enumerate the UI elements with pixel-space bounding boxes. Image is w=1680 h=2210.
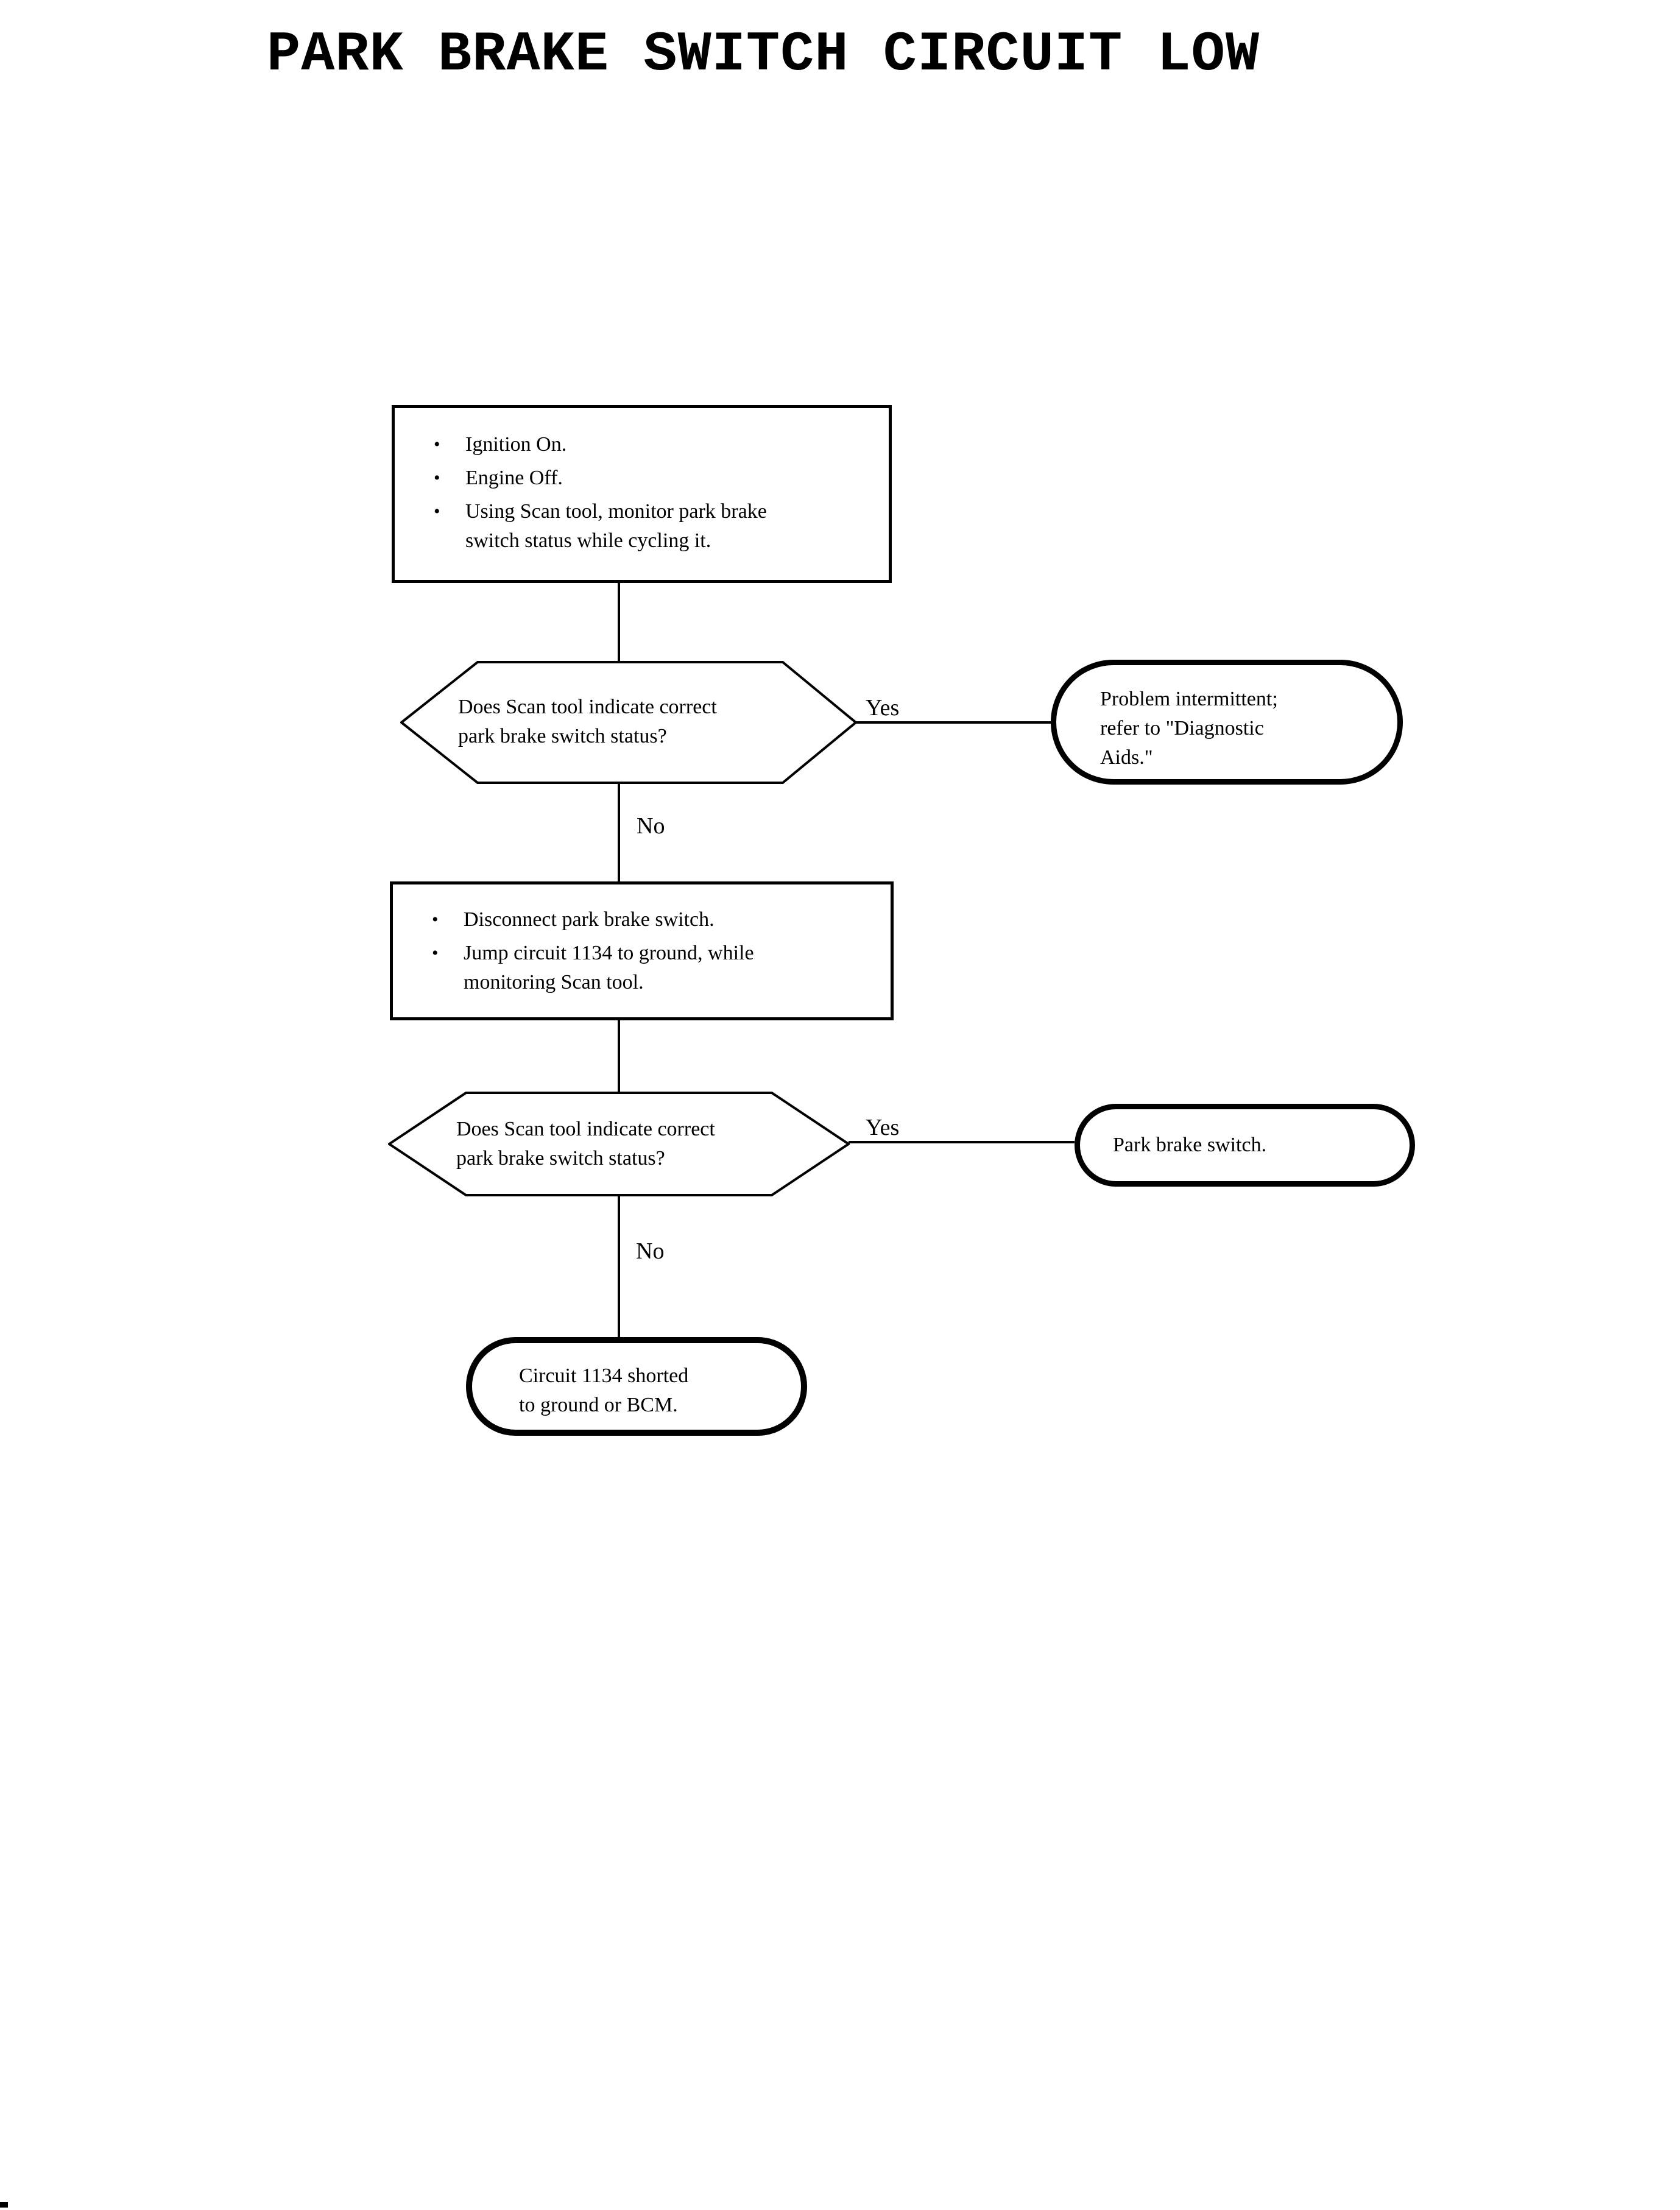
- list-item: • Ignition On.: [434, 430, 877, 459]
- terminal-text: Circuit 1134 shorted to ground or BCM.: [519, 1364, 689, 1416]
- branch-label-no-2: No: [636, 1238, 665, 1264]
- bullet-list: • Disconnect park brake switch. • Jump c…: [393, 884, 891, 997]
- decision-hexagon-2: Does Scan tool indicate correct park bra…: [388, 1092, 850, 1196]
- terminal-circuit-shorted: Circuit 1134 shorted to ground or BCM.: [466, 1337, 807, 1436]
- connector-decision2-yes: [849, 1141, 1075, 1143]
- hexagon-outline: [388, 1092, 850, 1196]
- terminal-park-brake-switch: Park brake switch.: [1075, 1104, 1415, 1187]
- bullet-glyph: •: [434, 501, 440, 521]
- terminal-problem-intermittent: Problem intermittent; refer to "Diagnost…: [1051, 660, 1403, 785]
- decision-hexagon-1: Does Scan tool indicate correct park bra…: [400, 661, 857, 784]
- scan-artifact-mark: [0, 2202, 8, 2208]
- bullet-glyph: •: [432, 909, 439, 930]
- connector-step2-to-decision2: [618, 1019, 620, 1093]
- bullet-glyph: •: [432, 943, 439, 963]
- bullet-glyph: •: [434, 434, 440, 454]
- connector-decision1-no: [618, 783, 620, 883]
- page-title: PARK BRAKE SWITCH CIRCUIT LOW: [267, 23, 1260, 86]
- process-box-step2: • Disconnect park brake switch. • Jump c…: [390, 881, 894, 1020]
- branch-label-yes-1: Yes: [866, 695, 900, 721]
- branch-label-yes-2: Yes: [866, 1115, 900, 1140]
- branch-label-no-1: No: [637, 813, 665, 839]
- bullet-glyph: •: [434, 468, 440, 488]
- list-item: • Disconnect park brake switch.: [432, 905, 878, 934]
- list-item-text: Engine Off.: [465, 467, 563, 489]
- list-item-text: Jump circuit 1134 to ground, while monit…: [464, 942, 754, 994]
- connector-decision1-yes: [855, 721, 1051, 724]
- list-item: • Using Scan tool, monitor park brake sw…: [434, 497, 877, 556]
- bullet-list: • Ignition On. • Engine Off. • Using Sca…: [395, 408, 889, 556]
- decision-question: Does Scan tool indicate correct park bra…: [456, 1118, 715, 1170]
- process-box-step1: • Ignition On. • Engine Off. • Using Sca…: [392, 405, 892, 583]
- list-item: • Engine Off.: [434, 464, 877, 493]
- connector-step1-to-decision1: [618, 582, 620, 662]
- decision-question: Does Scan tool indicate correct park bra…: [458, 696, 717, 747]
- list-item-text: Disconnect park brake switch.: [464, 908, 715, 931]
- terminal-text: Park brake switch.: [1113, 1134, 1267, 1156]
- connector-decision2-no: [618, 1194, 620, 1338]
- list-item-text: Using Scan tool, monitor park brake swit…: [465, 500, 767, 552]
- list-item: • Jump circuit 1134 to ground, while mon…: [432, 939, 878, 997]
- terminal-text: Problem intermittent; refer to "Diagnost…: [1100, 688, 1278, 769]
- list-item-text: Ignition On.: [465, 433, 567, 456]
